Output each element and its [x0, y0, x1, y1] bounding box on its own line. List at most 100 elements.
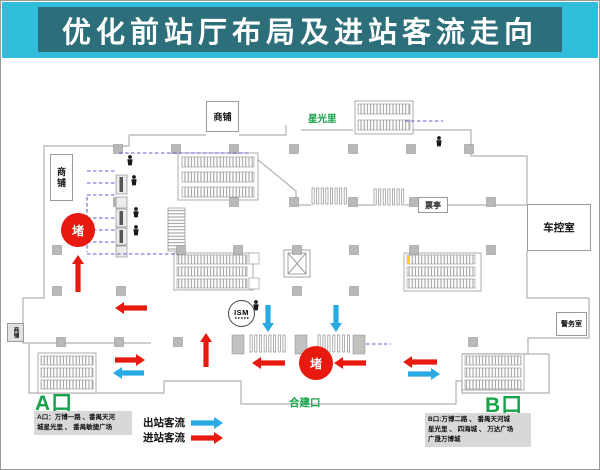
fare-gate-bar [282, 334, 286, 353]
person-icon [133, 225, 139, 236]
person-icons [127, 136, 442, 311]
fare-gate-bar [342, 334, 346, 353]
structural-columns [52, 144, 496, 355]
shop-bottom-label: 商铺 [12, 327, 19, 338]
fare-gate-bar [337, 334, 341, 353]
column [229, 144, 239, 154]
inbound-flow-arrow [115, 354, 145, 366]
kiosk-box [248, 252, 260, 265]
flow-arrows [72, 255, 440, 444]
ism-label: ISM [234, 307, 249, 317]
fare-gate-bar [259, 334, 262, 353]
page-title: 优化前站厅布局及进站客流走向 [38, 7, 562, 52]
police-room-label: 警务室 [561, 321, 582, 328]
escalator-exit-a [37, 352, 97, 394]
exit-a-label: A口 [35, 392, 74, 415]
inbound-flow-arrow [200, 333, 212, 367]
ticket-booth-label: 票亭 [425, 200, 441, 210]
fare-gate-bar [268, 334, 272, 353]
column [173, 337, 183, 347]
shop-left-label: 商铺 [56, 166, 66, 189]
column [116, 286, 126, 296]
fare-gate-bar [334, 187, 338, 205]
fare-gate-bar [387, 188, 391, 206]
column [292, 286, 302, 296]
escalator-mid-left [173, 252, 254, 291]
shop-top-label: 商铺 [213, 112, 232, 122]
outbound-flow-arrow [113, 367, 144, 379]
fare-gate-bar [382, 188, 386, 206]
column [406, 144, 416, 154]
person-icon [127, 155, 133, 166]
column [486, 245, 496, 255]
ism-small-print [234, 316, 249, 319]
shop-left-box: 商铺 [50, 154, 73, 201]
inbound-flow-arrow [72, 255, 84, 292]
column [289, 144, 299, 154]
fare-gate-bar [339, 187, 343, 205]
inbound-flow-arrow [403, 356, 437, 368]
inbound-flow-arrow [115, 302, 147, 314]
outbound-flow-arrow [191, 417, 223, 429]
fare-gates [249, 187, 405, 353]
outbound-flow-arrow [330, 305, 342, 332]
exit-b-desc-line: 星光里 、 四海城 、 万达广场 [428, 426, 514, 434]
jam-text: 堵 [71, 223, 84, 238]
column [349, 286, 359, 296]
fare-gate-bar [332, 334, 336, 353]
fare-gate-bar [311, 187, 315, 205]
tvm-screen [119, 230, 123, 243]
police-room-box: 警务室 [556, 312, 587, 336]
fare-gate-bar [263, 334, 267, 353]
person-icon [133, 207, 139, 218]
column [231, 334, 245, 355]
jam-badge-left: 堵 [61, 213, 95, 247]
jam-text: 堵 [309, 356, 322, 371]
legend-outbound-label: 出站客流 [143, 417, 185, 429]
escalator-top-right [354, 100, 414, 135]
tvm-screen [119, 177, 123, 192]
outbound-flow-arrow [408, 368, 440, 380]
exit-b-desc-line: 广晟万博城 [428, 436, 461, 444]
fare-gate-bar [373, 188, 377, 206]
legend-inbound-label: 进站客流 [143, 432, 185, 444]
fare-gate-bar [325, 187, 329, 205]
column [349, 245, 359, 255]
jam-badge-bottom: 堵 [299, 346, 333, 380]
inbound-flow-arrow [191, 432, 223, 444]
fare-gate-bar [343, 187, 347, 205]
fare-gate-bar [316, 187, 320, 205]
column [114, 337, 124, 347]
column [233, 245, 243, 255]
ticket-vending-machines [115, 174, 128, 258]
shop-top-box: 商铺 [206, 101, 239, 132]
title-bar: 优化前站厅布局及进站客流走向 [2, 2, 598, 58]
fare-gate-bar [320, 187, 324, 205]
fare-gate-bar [273, 334, 277, 353]
fare-gate-bar [277, 334, 281, 353]
column [56, 337, 66, 347]
ticket-booth-box: 票亭 [418, 197, 448, 213]
person-icon [253, 300, 259, 311]
column [229, 197, 239, 207]
starlight-label: 星光里 [308, 114, 337, 125]
escalator-top-left [177, 152, 259, 201]
column [409, 245, 419, 255]
control-room-box: 车控室 [527, 204, 591, 251]
fare-gate-bar [378, 188, 382, 206]
exit-a-description: A口：万博一路 、番禺天河 城星光里 、 番禺敏捷广场 [34, 411, 132, 436]
exit-a-desc-line: A口：万博一路 、番禺天河 [37, 414, 115, 421]
joint-entrance-label: 合建口 [289, 397, 321, 409]
fare-gate-bar [254, 334, 258, 353]
tvm-screen [119, 211, 123, 225]
exit-b-description: B口:万博二路 、 番禺天河城 星光里 、 四海城 、 万达广场 广晟万博城 [425, 413, 531, 448]
column [486, 197, 496, 207]
column [52, 245, 62, 255]
column [289, 197, 299, 207]
fare-gate-bar [327, 334, 331, 353]
column [171, 144, 181, 154]
tvm-machine [115, 245, 128, 258]
outbound-flow-arrow [262, 305, 274, 332]
